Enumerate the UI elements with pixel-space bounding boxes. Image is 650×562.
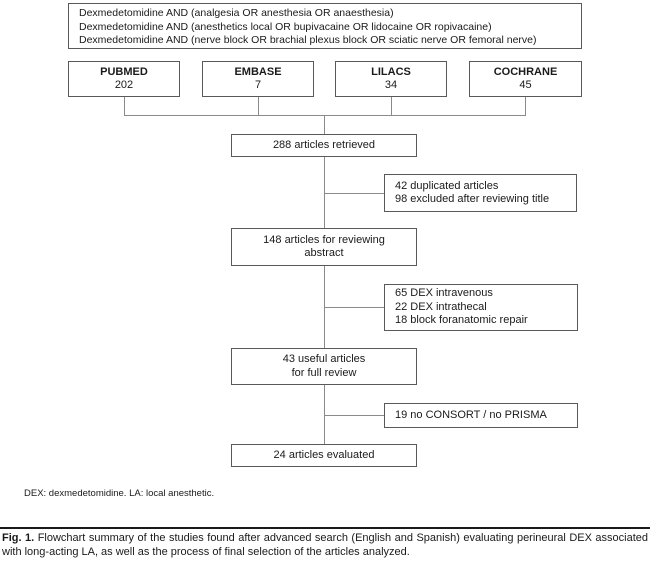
connector-line — [258, 97, 259, 115]
database-count: 202 — [114, 79, 134, 91]
connector-line — [324, 115, 325, 134]
excluded-abstract-box: 65 DEX intravenous 22 DEX intrathecal 18… — [384, 284, 578, 331]
query-line: Dexmedetomidine AND (analgesia OR anesth… — [79, 7, 394, 19]
excluded-title-box: 42 duplicated articles 98 excluded after… — [384, 174, 577, 212]
evaluated-text: 24 articles evaluated — [273, 448, 375, 461]
search-query-box: Dexmedetomidine AND (analgesia OR anesth… — [68, 3, 582, 49]
database-box-embase: EMBASE 7 — [202, 61, 314, 97]
full-review-line: for full review — [291, 366, 357, 379]
database-name: EMBASE — [234, 65, 282, 78]
caption-divider — [0, 527, 650, 529]
excluded-line: 18 block foranatomic repair — [395, 314, 528, 327]
connector-line — [525, 97, 526, 115]
database-name: COCHRANE — [493, 65, 558, 78]
abbreviation-footnote: DEX: dexmedetomidine. LA: local anesthet… — [24, 488, 215, 499]
excluded-line: 42 duplicated articles — [395, 179, 499, 192]
database-count: 45 — [519, 79, 532, 91]
figure-label: Fig. 1. — [2, 532, 35, 544]
excluded-line: 19 no CONSORT / no PRISMA — [395, 408, 547, 421]
full-review-box: 43 useful articles for full review — [231, 348, 417, 385]
excluded-line: 98 excluded after reviewing title — [395, 193, 550, 205]
abstract-review-line: abstract — [304, 247, 344, 259]
database-box-lilacs: LILACS 34 — [335, 61, 447, 97]
full-review-line: 43 useful articles — [282, 353, 366, 365]
database-count: 7 — [254, 79, 262, 91]
query-line: Dexmedetomidine AND (nerve block OR brac… — [79, 34, 537, 46]
retrieved-box: 288 articles retrieved — [231, 134, 417, 157]
database-name: LILACS — [371, 65, 411, 78]
branch-line — [324, 307, 384, 308]
figure-caption: Fig. 1. Flowchart summary of the studies… — [2, 531, 648, 559]
branch-line — [324, 415, 384, 416]
connector-line — [324, 385, 325, 444]
evaluated-box: 24 articles evaluated — [231, 444, 417, 467]
database-name: PUBMED — [100, 65, 148, 78]
excluded-line: 22 DEX intrathecal — [395, 300, 487, 313]
database-box-pubmed: PUBMED 202 — [68, 61, 180, 97]
connector-line — [324, 157, 325, 228]
connector-line — [124, 97, 125, 115]
excluded-line: 65 DEX intravenous — [395, 287, 493, 300]
abstract-review-line: 148 articles for reviewing — [263, 233, 385, 246]
connector-line — [391, 97, 392, 115]
query-line: Dexmedetomidine AND (anesthetics local O… — [79, 20, 492, 33]
database-count: 34 — [384, 79, 398, 91]
excluded-consort-box: 19 no CONSORT / no PRISMA — [384, 403, 578, 428]
retrieved-text: 288 articles retrieved — [272, 138, 376, 151]
connector-rail — [124, 115, 526, 116]
abstract-review-box: 148 articles for reviewing abstract — [231, 228, 417, 266]
database-box-cochrane: COCHRANE 45 — [469, 61, 582, 97]
figure-caption-text: Flowchart summary of the studies found a… — [2, 532, 649, 558]
branch-line — [324, 193, 384, 194]
